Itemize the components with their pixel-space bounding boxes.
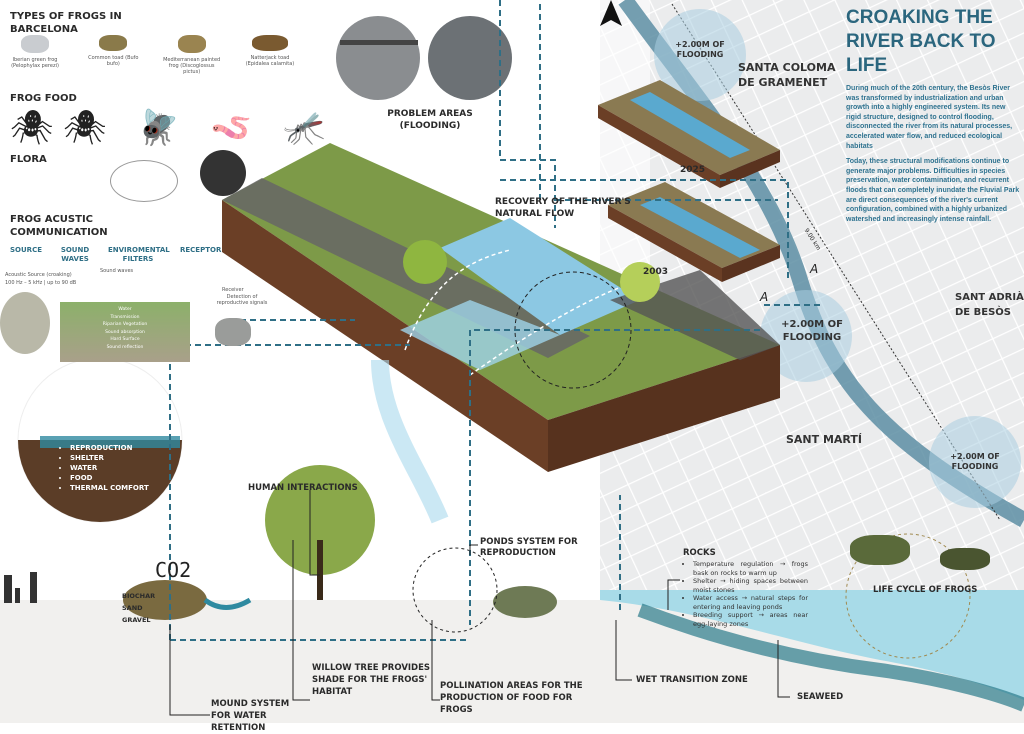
year-2003-label: 2003	[643, 267, 669, 277]
frog-icon	[21, 35, 49, 53]
sound-waves-label: Sound waves	[100, 268, 134, 274]
section-marker-a: A	[760, 290, 769, 304]
slab-2003	[608, 182, 780, 282]
flood-label-bottom: +2.00M OF FLOODING	[950, 452, 1000, 471]
habitat-need: REPRODUCTION	[70, 443, 149, 453]
leader-lines	[169, 490, 790, 716]
tree-icon	[200, 150, 246, 196]
frog-species-list: Iberian green frog (Pelophylax perezi) C…	[5, 35, 300, 75]
river-block	[222, 143, 780, 524]
life-cycle-label: LIFE CYCLE OF FROGS	[873, 585, 978, 595]
rocks-item: Temperature regulation → frogs bask on r…	[693, 560, 808, 577]
col-filters: ENVIROMENTAL FILTERS	[108, 246, 170, 263]
lily-pad-icon	[110, 160, 178, 202]
slab-2025	[598, 80, 780, 188]
col-receptor: RECEPTOR	[180, 246, 222, 254]
frog-young-icon	[940, 548, 990, 570]
co2-label: CO2	[155, 558, 192, 582]
frog-receptor-icon	[215, 318, 251, 346]
flora-heading: FLORA	[10, 154, 47, 165]
layer-gravel: GRAVEL	[122, 616, 151, 624]
layer-label: Hard Surface	[110, 337, 140, 342]
human-interactions-label: HUMAN INTERACTIONS	[248, 483, 358, 493]
rocks-heading: ROCKS	[683, 548, 716, 558]
frog-icon	[177, 35, 206, 53]
frog-icon	[99, 35, 128, 51]
santa-coloma-label: SANTA COLOMA DE GRAMENET	[738, 61, 836, 89]
source-spec: 100 Hz – 5 kHz | up to 90 dB	[5, 280, 77, 286]
poster-title: CROAKING THE RIVER BACK TO LIFE	[846, 7, 996, 76]
rocks-item: Shelter → hiding spaces between moist st…	[693, 577, 808, 594]
frog-adult-icon	[850, 535, 910, 565]
flood-zone-top	[654, 9, 746, 101]
flood-label-top: +2.00M OF FLOODING	[675, 40, 725, 59]
layer-label: Sound absorption	[105, 329, 145, 335]
layer-biochar: BIOCHAR	[122, 592, 156, 600]
section-marker-a: A	[810, 262, 819, 276]
rocks-info: ROCKS Temperature regulation → frogs bas…	[683, 547, 808, 628]
insect-icons: 🕷🕷 🪰 🪱 🦟	[10, 108, 336, 148]
seaweed-label: SEAWEED	[797, 692, 844, 702]
willow-label: WILLOW TREE PROVIDES SHADE FOR THE FROGS…	[312, 663, 431, 697]
frog-source-icon	[0, 292, 50, 354]
intro-paragraph-1: During much of the 20th century, the Bes…	[846, 85, 1013, 150]
recovery-label: RECOVERY OF THE RIVER'S NATURAL FLOW	[495, 197, 631, 219]
layer-label: Transmission	[110, 314, 140, 320]
receiver-label: Receiver	[222, 287, 244, 293]
rocks-item: Water access → natural steps for enterin…	[693, 594, 808, 611]
frog-species: Mediterranean painted frog (Discoglossus…	[162, 35, 222, 75]
frog-species: Natterjack toad (Epidalea calamita)	[240, 35, 300, 75]
ponds-label: PONDS SYSTEM FOR REPRODUCTION	[480, 537, 578, 558]
col-source: SOURCE	[10, 246, 42, 254]
year-2025-label: 2025	[680, 165, 706, 175]
title-block: CROAKING THE RIVER BACK TO LIFE During m…	[846, 6, 1022, 224]
frog-icon	[251, 35, 288, 51]
mound-system-label: MOUND SYSTEM FOR WATER RETENTION	[211, 699, 290, 733]
habitat-need: FOOD	[70, 473, 149, 483]
sant-marti-label: SANT MARTÍ	[786, 433, 863, 446]
flood-photo-1	[336, 16, 420, 100]
people-silhouettes-icon	[4, 572, 37, 603]
pollination-label: POLLINATION AREAS FOR THE PRODUCTION OF …	[440, 681, 583, 715]
flood-label-mid: +2.00M OF FLOODING	[781, 319, 843, 343]
north-arrow-icon	[600, 0, 622, 26]
wet-zone-label: WET TRANSITION ZONE	[636, 675, 748, 685]
frog-food-heading: FROG FOOD	[10, 93, 77, 104]
habitat-need: SHELTER	[70, 453, 149, 463]
pollination-circle	[412, 547, 498, 633]
rocks-item: Breeding support → areas near egg-laying…	[693, 611, 808, 628]
layer-sand: SAND	[122, 604, 143, 612]
habitat-need: THERMAL COMFORT	[70, 483, 149, 493]
frog-species: Common toad (Bufo bufo)	[83, 35, 143, 75]
flood-photo-2	[428, 16, 512, 100]
receiver-desc: Detection of reproductive signals	[216, 294, 268, 306]
frog-species: Iberian green frog (Pelophylax perezi)	[5, 35, 65, 75]
layer-label: Sound reflection	[106, 344, 144, 350]
life-cycle-circle	[845, 533, 971, 659]
intro-paragraph-2: Today, these structural modifications co…	[846, 158, 1020, 223]
habitat-need: WATER	[70, 463, 149, 473]
acoustic-heading: FROG ACUSTIC COMMUNICATION	[10, 214, 108, 238]
frog-types-heading: TYPES OF FROGS IN BARCELONA	[10, 11, 122, 35]
col-sound-waves: SOUND WAVES	[60, 246, 90, 263]
flood-zone-mid	[760, 290, 852, 382]
focus-circle	[514, 271, 632, 389]
mound-layers: BIOCHAR SAND GRAVEL	[122, 590, 155, 626]
flood-zone-bottom	[929, 416, 1021, 508]
source-label: Acoustic Source (croaking)	[5, 272, 72, 278]
layer-label: Riparian Vegetation	[102, 322, 148, 327]
ground-section	[0, 465, 1024, 723]
filters-diagram: Water Transmission Riparian Vegetation S…	[60, 302, 190, 362]
layer-label: Water	[118, 307, 132, 312]
habitat-needs-list: REPRODUCTION SHELTER WATER FOOD THERMAL …	[60, 443, 149, 493]
sant-adria-label: SANT ADRIÀ DE BESÒS	[955, 292, 1024, 318]
problem-areas-label: PROBLEM AREAS (FLOODING)	[387, 109, 473, 131]
